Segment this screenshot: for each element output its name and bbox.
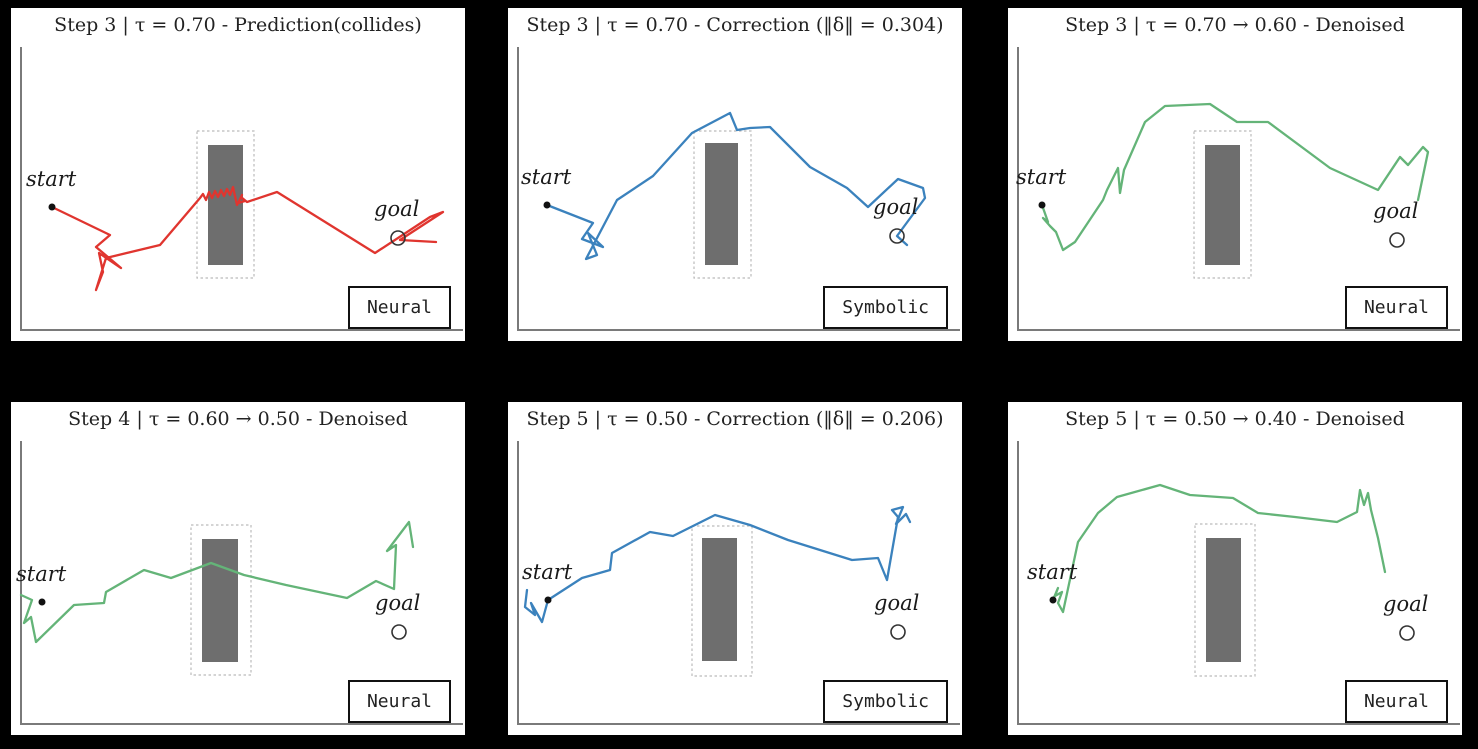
obstacle-region-dashed: [693, 130, 752, 279]
trajectory-plot: [517, 441, 960, 725]
panel-title: Step 3 | τ = 0.70 - Prediction(collides): [54, 14, 422, 36]
goal-circle: [889, 228, 905, 244]
start-dot: [543, 201, 551, 209]
obstacle-rect: [202, 539, 238, 662]
start-label: start: [1027, 560, 1078, 584]
start-dot: [1038, 201, 1046, 209]
trajectory-plot: [517, 47, 960, 331]
panel-title: Step 3 | τ = 0.70 → 0.60 - Denoised: [1065, 14, 1405, 36]
method-label-box: Neural: [347, 286, 451, 329]
trajectory-line: [1051, 483, 1387, 614]
goal-circle: [890, 624, 906, 640]
panel-step5-denoised: Step 5 | τ = 0.50 → 0.40 - Denoised star…: [1008, 402, 1462, 735]
start-dot: [38, 598, 46, 606]
trajectory-plot: [19, 441, 463, 725]
panel-title: Step 4 | τ = 0.60 → 0.50 - Denoised: [68, 408, 408, 430]
trajectory-plot: [20, 47, 463, 331]
obstacle-region-dashed: [190, 524, 252, 676]
obstacle-region-dashed: [691, 525, 753, 677]
panel-title: Step 5 | τ = 0.50 - Correction (‖δ‖ = 0.…: [526, 408, 944, 430]
method-label-box: Symbolic: [823, 680, 948, 723]
trajectory-line: [523, 505, 912, 624]
goal-label: goal: [375, 591, 421, 615]
goal-circle: [1389, 232, 1405, 248]
start-label: start: [521, 165, 572, 189]
obstacle-rect: [705, 143, 738, 265]
goal-circle: [1399, 625, 1415, 641]
trajectory-plot: [1017, 47, 1460, 331]
start-dot: [544, 596, 552, 604]
obstacle-rect: [1205, 145, 1240, 265]
start-label: start: [26, 167, 77, 191]
panel-step5-correction: Step 5 | τ = 0.50 - Correction (‖δ‖ = 0.…: [508, 402, 962, 735]
panel-title: Step 5 | τ = 0.50 → 0.40 - Denoised: [1065, 408, 1405, 430]
panel-step3-denoised: Step 3 | τ = 0.70 → 0.60 - Denoised star…: [1008, 8, 1462, 341]
start-label: start: [1016, 165, 1067, 189]
trajectory-line: [50, 185, 445, 292]
goal-label: goal: [874, 591, 920, 615]
goal-label: goal: [374, 197, 420, 221]
goal-label: goal: [873, 195, 919, 219]
goal-label: goal: [1383, 592, 1429, 616]
panel-step3-correction: Step 3 | τ = 0.70 - Correction (‖δ‖ = 0.…: [508, 8, 962, 341]
method-label-box: Neural: [1344, 680, 1448, 723]
goal-circle: [390, 230, 406, 246]
trajectory-line: [545, 111, 927, 261]
panel-step4-denoised: Step 4 | τ = 0.60 → 0.50 - Denoised star…: [11, 402, 465, 735]
start-label: start: [16, 562, 67, 586]
obstacle-region-dashed: [196, 130, 255, 279]
panel-step3-prediction: Step 3 | τ = 0.70 - Prediction(collides)…: [11, 8, 465, 341]
trajectory-line: [19, 520, 415, 644]
start-dot: [1049, 596, 1057, 604]
method-label-box: Neural: [1344, 286, 1448, 329]
panel-title: Step 3 | τ = 0.70 - Correction (‖δ‖ = 0.…: [526, 14, 944, 36]
obstacle-region-dashed: [1194, 523, 1256, 677]
method-label-box: Symbolic: [823, 286, 948, 329]
trajectory-plot: [1017, 441, 1460, 725]
method-label-box: Neural: [347, 680, 451, 723]
start-label: start: [522, 560, 573, 584]
goal-circle: [391, 624, 407, 640]
trajectory-line: [1040, 102, 1430, 252]
start-dot: [48, 203, 56, 211]
obstacle-rect: [1206, 538, 1241, 662]
goal-label: goal: [1373, 199, 1419, 223]
obstacle-rect: [702, 538, 737, 661]
obstacle-region-dashed: [1193, 130, 1252, 279]
